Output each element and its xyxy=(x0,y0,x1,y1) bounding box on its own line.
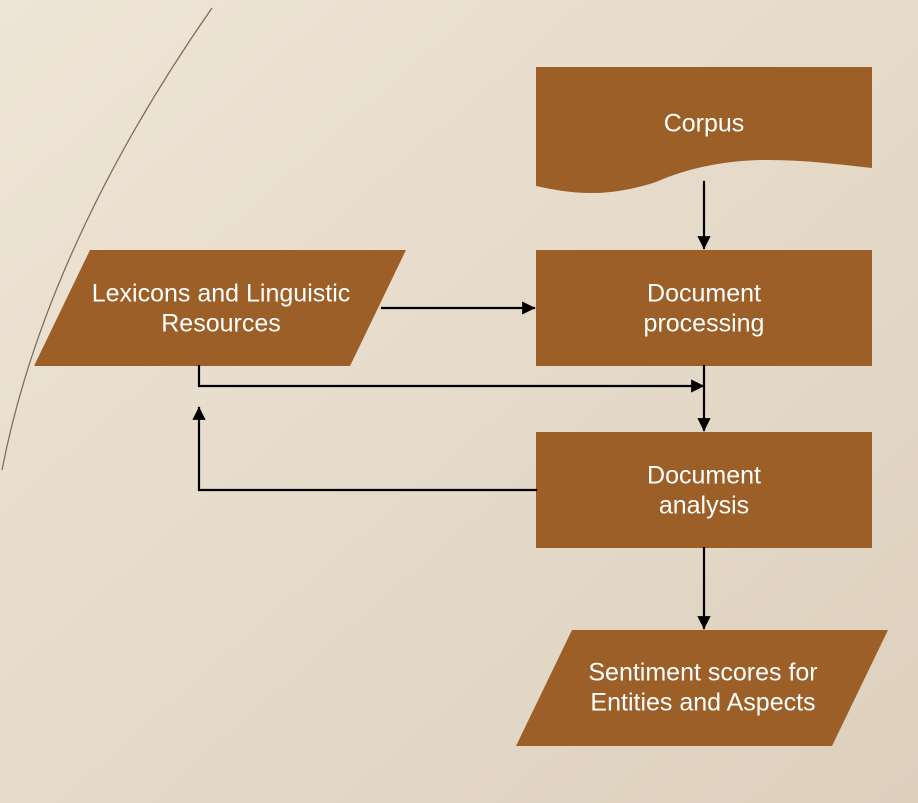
node-corpus[interactable]: Corpus xyxy=(536,67,872,194)
sentiment-scores-label-line-1: Sentiment scores for xyxy=(588,659,817,687)
document-analysis-label-line-2: analysis xyxy=(659,492,749,520)
decorative-curve-line xyxy=(1,7,213,471)
node-sentiment-scores[interactable]: Sentiment scores for Entities and Aspect… xyxy=(516,630,888,746)
lexicons-label-line-2: Resources xyxy=(161,310,281,338)
sentiment-scores-label-line-2: Entities and Aspects xyxy=(590,689,815,717)
corpus-label: Corpus xyxy=(664,110,745,138)
document-analysis-rectangle xyxy=(536,432,872,548)
arrow-analysis-to-lexicons xyxy=(192,406,538,492)
document-processing-rectangle xyxy=(536,250,872,366)
node-lexicons[interactable]: Lexicons and Linguistic Resources xyxy=(34,250,406,366)
document-analysis-label-line-1: Document xyxy=(647,462,761,490)
lexicons-label-line-1: Lexicons and Linguistic xyxy=(92,280,351,308)
corpus-document-shape xyxy=(536,67,872,194)
node-document-analysis[interactable]: Document analysis xyxy=(536,432,872,548)
lexicons-parallelogram-shape xyxy=(34,250,406,366)
document-processing-label-line-1: Document xyxy=(647,280,761,308)
arrow-lexicons-to-analysis xyxy=(197,364,705,393)
node-document-processing[interactable]: Document processing xyxy=(536,250,872,366)
document-processing-label-line-2: processing xyxy=(644,310,765,338)
sentiment-scores-parallelogram-shape xyxy=(516,630,888,746)
